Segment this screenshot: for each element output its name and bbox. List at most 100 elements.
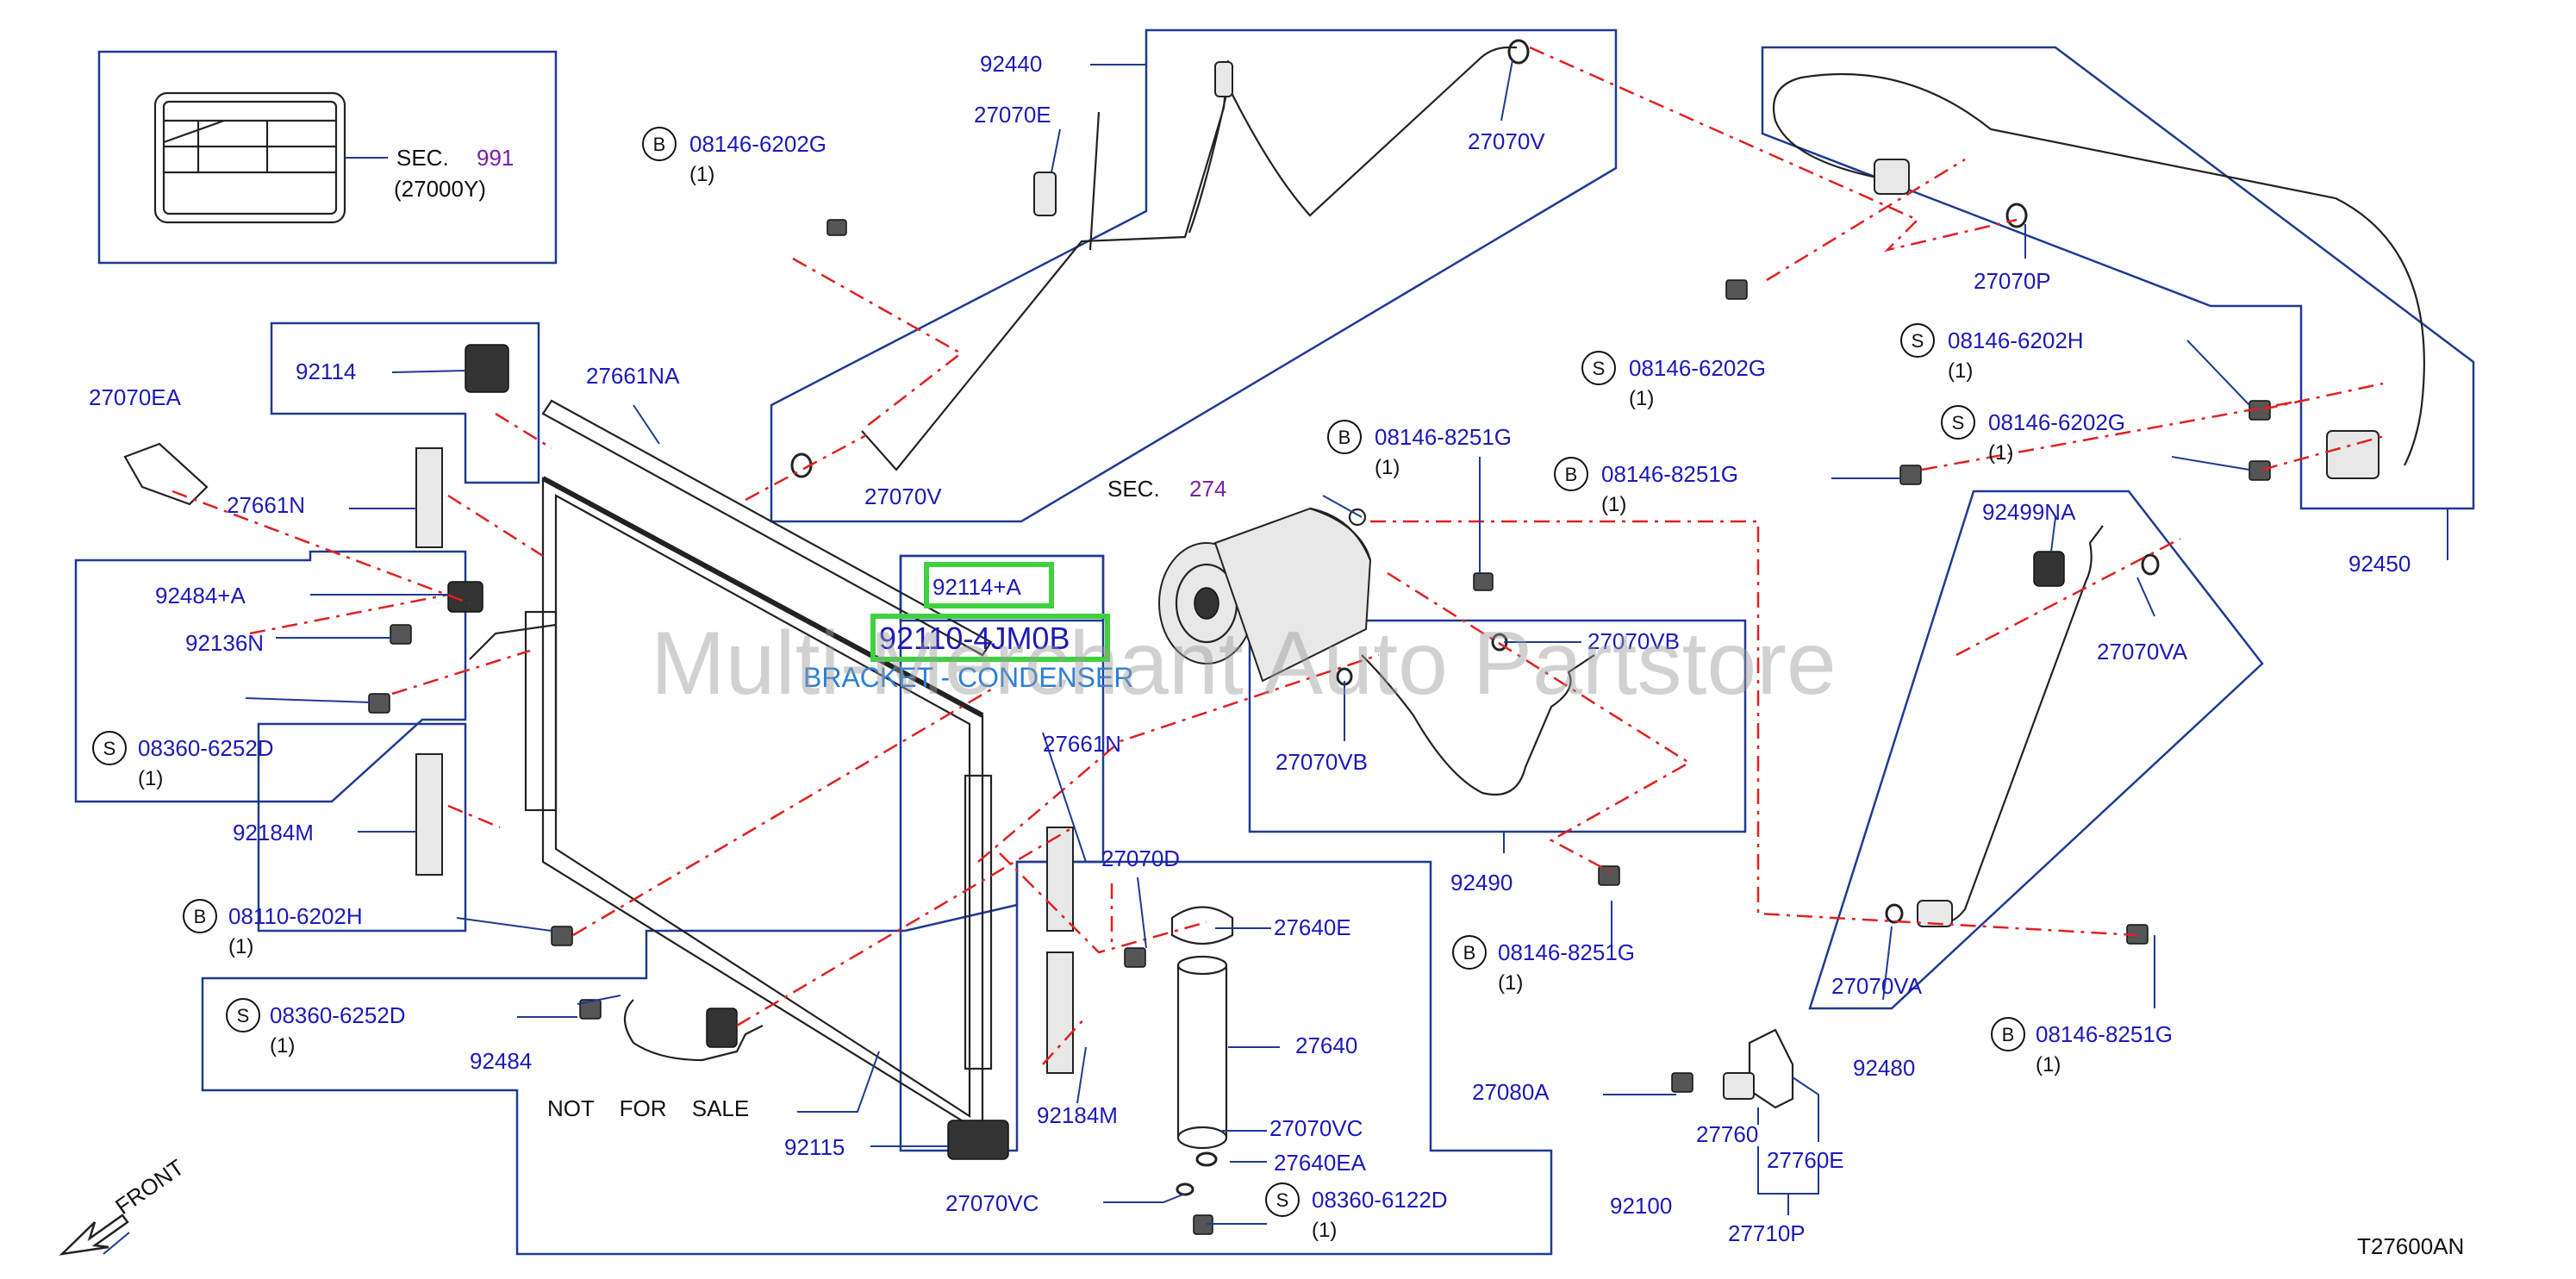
seal-pad-92184M-right-icon <box>1046 951 1074 1074</box>
label-27070VB-right[interactable]: 27070VB <box>1587 628 1680 654</box>
label-92100[interactable]: 92100 <box>1610 1193 1672 1219</box>
label-92136N[interactable]: 92136N <box>185 630 264 656</box>
fastener-2-prefix: S <box>1912 330 1924 352</box>
fastener-3-prefix: S <box>1952 412 1965 434</box>
seal-strip-27661NA-icon <box>541 399 993 657</box>
bolt-icons <box>368 219 2271 1235</box>
sec991-part: (27000Y) <box>394 176 486 202</box>
sensor-92115-icon <box>947 1120 1009 1160</box>
fastener-11-part[interactable]: 08360-6122D <box>1312 1187 1448 1213</box>
label-92480[interactable]: 92480 <box>1853 1055 1915 1081</box>
label-27661N-right[interactable]: 27661N <box>1043 731 1121 757</box>
sec991-box <box>97 50 558 265</box>
label-92184M-right[interactable]: 92184M <box>1037 1102 1118 1128</box>
fastener-2-qty: (1) <box>1948 359 1973 383</box>
label-92499NA[interactable]: 92499NA <box>1982 499 2076 525</box>
fastener-3-part[interactable]: 08146-6202G <box>1988 409 2125 435</box>
box-92480 <box>1808 490 2264 1010</box>
fastener-callout-8[interactable]: S 08360-6252D (1) <box>226 998 406 1058</box>
fastener-callout-6[interactable]: S 08360-6252D (1) <box>92 731 274 790</box>
fastener-callout-9[interactable]: B 08146-8251G (1) <box>1452 935 1635 995</box>
pipe-92440-icon <box>861 46 1517 471</box>
sec991-prefix: SEC. <box>396 145 449 171</box>
sec274-number[interactable]: 274 <box>1189 476 1226 502</box>
label-27661N-left[interactable]: 27661N <box>227 492 305 518</box>
label-92114[interactable]: 92114 <box>296 359 356 384</box>
label-92490[interactable]: 92490 <box>1450 870 1513 895</box>
box-92440 <box>770 28 1618 523</box>
sec991-number[interactable]: 991 <box>477 145 514 171</box>
fastener-7-part[interactable]: 08110-6202H <box>228 903 363 929</box>
fastener-8-part[interactable]: 08360-6252D <box>270 1002 406 1028</box>
label-27070E[interactable]: 27070E <box>974 102 1051 128</box>
label-27070V-top[interactable]: 27070V <box>1468 128 1545 154</box>
service-valve-icon <box>1214 61 1233 97</box>
label-27070EA[interactable]: 27070EA <box>89 384 182 410</box>
condenser-icon <box>524 476 993 1135</box>
label-92450[interactable]: 92450 <box>2348 551 2411 577</box>
label-92484[interactable]: 92484 <box>470 1048 532 1074</box>
fastener-2-part[interactable]: 08146-6202H <box>1948 328 2084 353</box>
label-27710P[interactable]: 27710P <box>1728 1220 1806 1246</box>
highlight-box-a[interactable] <box>924 562 1054 608</box>
sensor-92114-icon <box>465 344 509 393</box>
fastener-callout-7[interactable]: B 08110-6202H (1) <box>183 899 363 958</box>
fastener-6-part[interactable]: 08360-6252D <box>138 735 274 761</box>
highlight-part-a[interactable]: 92114+A <box>932 574 1022 600</box>
fastener-9-part[interactable]: 08146-8251G <box>1498 939 1635 965</box>
receiver-tank-27640-icon <box>1170 906 1234 1150</box>
label-27070VA-bot[interactable]: 27070VA <box>1831 973 1923 999</box>
label-27070VB-left[interactable]: 27070VB <box>1276 749 1368 775</box>
watermark: Multi-Merchant Auto Partstore <box>651 614 1837 714</box>
label-27070VC-left[interactable]: 27070VC <box>945 1190 1039 1216</box>
box-92114 <box>270 321 540 484</box>
box-92484A <box>74 550 467 803</box>
label-27070P[interactable]: 27070P <box>1974 268 2051 294</box>
highlight-box-b[interactable] <box>870 614 1110 662</box>
label-27070VC-right[interactable]: 27070VC <box>1269 1115 1363 1141</box>
fastener-callout-4[interactable]: B 08146-8251G (1) <box>1327 420 1512 479</box>
fastener-4-part[interactable]: 08146-8251G <box>1375 424 1512 450</box>
compressor-icon <box>1158 507 1372 683</box>
sensor-27070E-icon <box>1033 172 1057 216</box>
fastener-8-qty: (1) <box>270 1034 295 1058</box>
label-27661NA[interactable]: 27661NA <box>586 363 680 389</box>
fastener-5-qty: (1) <box>1601 493 1626 516</box>
fastener-5-part[interactable]: 08146-8251G <box>1601 461 1738 487</box>
label-27760[interactable]: 27760 <box>1696 1121 1758 1147</box>
front-arrow-icon <box>59 1213 129 1256</box>
label-27070D[interactable]: 27070D <box>1101 845 1180 871</box>
fastener-4-prefix: B <box>1338 427 1351 448</box>
label-27640[interactable]: 27640 <box>1295 1033 1357 1058</box>
fastener-10-part[interactable]: 08146-8251G <box>2036 1021 2173 1047</box>
sec274-prefix: SEC. <box>1107 476 1160 502</box>
label-27760E[interactable]: 27760E <box>1767 1147 1844 1173</box>
fastener-callout-1[interactable]: S 08146-6202G (1) <box>1581 351 1766 410</box>
highlight-part-b[interactable]: 92110-4JM0B <box>879 621 1070 656</box>
fastener-0-part[interactable]: 08146-6202G <box>689 131 826 157</box>
fastener-11-qty: (1) <box>1312 1219 1337 1242</box>
front-label: FRONT <box>110 1154 189 1220</box>
label-27640E[interactable]: 27640E <box>1274 914 1351 940</box>
fastener-4-qty: (1) <box>1375 456 1400 479</box>
label-92115[interactable]: 92115 <box>784 1134 845 1160</box>
label-92484A[interactable]: 92484+A <box>155 583 246 608</box>
label-92440[interactable]: 92440 <box>980 51 1042 77</box>
fastener-callout-0[interactable]: B 08146-6202G (1) <box>642 127 826 186</box>
highlight-description: BRACKET - CONDENSER <box>803 662 1133 693</box>
leader-lines <box>103 59 2448 1255</box>
fastener-1-part[interactable]: 08146-6202G <box>1629 355 1766 381</box>
fastener-callout-3[interactable]: S 08146-6202G (1) <box>1941 405 2125 465</box>
label-27640EA[interactable]: 27640EA <box>1274 1150 1367 1176</box>
box-92100 <box>201 860 1553 1256</box>
fastener-callout-2[interactable]: S 08146-6202H (1) <box>1900 323 2084 383</box>
label-sticker-icon <box>153 91 388 224</box>
fastener-callout-10[interactable]: B 08146-8251G (1) <box>1991 1017 2173 1076</box>
label-92184M-left[interactable]: 92184M <box>233 820 314 845</box>
fastener-callout-11[interactable]: S 08360-6122D (1) <box>1265 1182 1448 1242</box>
label-27080A[interactable]: 27080A <box>1472 1079 1550 1105</box>
label-27070V-mid[interactable]: 27070V <box>864 484 942 509</box>
label-27070VA-top[interactable]: 27070VA <box>2097 639 2188 664</box>
seal-pad-92184M-left-icon <box>415 753 443 876</box>
fastener-callout-5[interactable]: B 08146-8251G (1) <box>1554 457 1738 516</box>
